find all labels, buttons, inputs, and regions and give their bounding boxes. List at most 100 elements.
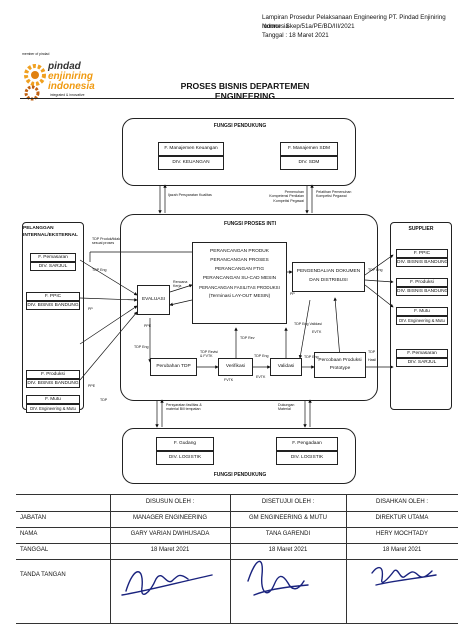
design-line: PERANCANGAN SU-CAD MESIN	[202, 276, 277, 281]
supplier-name: F. Produksi	[410, 280, 434, 285]
label-permintaan: Persyaratan fasilitas & material Bill te…	[166, 403, 202, 412]
customer-name: F. Produksi	[41, 372, 65, 377]
supplier-title: SUPPLIER	[408, 226, 434, 232]
support-box-label: F. Pengadaan	[292, 441, 322, 446]
label-pemenuhan: Pemenuhan Kompetensi Penilaian Kompetisi…	[269, 190, 304, 203]
support-box-finance: F. Manajemen Keuangan	[158, 142, 224, 156]
label-tdp-revisi: TDP Revisi & FVTK	[200, 350, 218, 359]
label-ppe-2: PPE	[144, 324, 152, 328]
customer-div-1: DIV. SARJUL	[30, 262, 76, 271]
supplier-box-2: F. Produksi	[396, 278, 448, 287]
prototype-line: Percobaan Produksi	[318, 358, 362, 363]
supplier-box-3: F. Mutu	[396, 307, 448, 316]
control-line: PENGENDALIAN DOKUMEN	[296, 269, 361, 274]
signature-disetujui	[247, 560, 309, 596]
col-head-disahkan: DISAHKAN OLEH :	[375, 499, 428, 505]
customer-div: DIV. BISNIS BANDUNG	[27, 381, 79, 386]
validasi-label: Validasi	[277, 364, 295, 369]
design-box: PERANCANGAN PRODUK PERANCANGAN PROSES PE…	[192, 242, 287, 324]
support-div-gudang: DIV. LOGISTIK	[156, 451, 214, 465]
label-pp: PP	[88, 307, 93, 311]
customer-div-4: DIV. Engineering & Mutu	[26, 404, 80, 413]
signature-table: JABATAN NAMA TANGGAL TANDA TANGAN DISUSU…	[16, 494, 458, 624]
perubahan-box: Perubahan TDP	[150, 358, 197, 376]
title-divider	[20, 98, 454, 99]
supplier-box-4: F. Pemasaran	[396, 349, 448, 358]
label-tdp-eng-validasi: TDP Eng Validasi	[294, 322, 322, 326]
jabatan-disahkan: DIREKTUR UTAMA	[375, 515, 429, 521]
top-support-title: FUNGSI PENDUKUNG	[213, 123, 267, 129]
signature-disusun	[121, 571, 213, 596]
customer-box-2: F. PPIC	[26, 292, 80, 301]
label-tdp-eng-v: TDP Eng	[134, 345, 149, 349]
logo-tagline: integrated & innovative	[50, 93, 85, 97]
customer-box-3: F. Produksi	[26, 370, 80, 379]
core-process-group	[120, 214, 378, 401]
supplier-div-2: DIV. BISNIS BANDUNG	[396, 287, 448, 296]
support-div-label: DIV. LOGISTIK	[168, 455, 202, 460]
control-box: PENGENDALIAN DOKUMEN DAN DISTRIBUSI	[292, 262, 365, 292]
label-pelatihan: Pelatihan Pemenuhan Kompetisi Pegawai	[316, 190, 352, 199]
header-line-1: Lampiran Prosedur Pelaksanaan Engineerin…	[262, 14, 446, 30]
row-line	[16, 511, 458, 512]
label-ftvk: FVTK	[224, 378, 234, 382]
support-box-pengadaan: F. Pengadaan	[276, 437, 338, 451]
nama-disetujui: TANA GARENDI	[265, 531, 311, 537]
support-box-gudang: F. Gudang	[156, 437, 214, 451]
tanggal-disusun: 18 Maret 2021	[150, 547, 190, 553]
row-label-nama: NAMA	[20, 531, 38, 537]
customer-div-3: DIV. BISNIS BANDUNG	[26, 379, 80, 388]
supplier-name: F. PPIC	[413, 251, 431, 256]
design-line: PERANCANGAN FTIG	[214, 267, 265, 272]
core-title: FUNGSI PROSES INTI	[224, 221, 276, 227]
top-support-group	[122, 118, 356, 186]
customer-box-4: F. Mutu	[26, 395, 80, 404]
customer-div: DIV. BISNIS BANDUNG	[27, 303, 79, 308]
label-evtk: EVTK	[256, 375, 266, 379]
signature-disahkan	[371, 566, 437, 586]
supplier-div: DIV. BISNIS BANDUNG	[397, 289, 449, 294]
perubahan-label: Perubahan TDP	[156, 364, 191, 369]
signatures	[121, 560, 437, 596]
validasi-box: Validasi	[270, 358, 302, 376]
supplier-div-4: DIV. SARJUL	[396, 358, 448, 367]
bottom-support-title: FUNGSI PENDUKUNG	[213, 472, 267, 478]
col-head-disusun: DISUSUN OLEH :	[145, 499, 195, 505]
supplier-name: F. Mutu	[414, 309, 430, 314]
row-line	[16, 527, 458, 528]
design-line: (Terminasi LAY-OUT MESIN)	[208, 294, 271, 299]
support-div-sdm: DIV. SDM	[280, 156, 338, 170]
col-line	[110, 495, 111, 623]
support-div-finance: DIV. KEUANGAN	[158, 156, 224, 170]
supplier-group	[390, 222, 452, 410]
supplier-div: DIV. SARJUL	[407, 360, 437, 365]
row-label-jabatan: JABATAN	[20, 515, 47, 521]
support-box-sdm: F. Manajemen SDM	[280, 142, 338, 156]
supplier-box-1: F. PPIC	[396, 249, 448, 258]
support-div-label: DIV. KEUANGAN	[172, 160, 210, 165]
verifikasi-box: Verifikasi	[218, 358, 253, 376]
label-tdp-prod: TDP Eng	[368, 268, 383, 272]
customer-box-1: F. Pemasaran	[30, 253, 76, 262]
col-line	[230, 495, 231, 623]
design-line: PERANCANGAN PRODUK	[210, 249, 269, 254]
support-box-label: F. Manajemen SDM	[287, 146, 331, 151]
row-label-tanggal: TANGGAL	[20, 547, 49, 553]
row-label-tanda-tangan: TANDA TANGAN	[20, 572, 66, 578]
label-pp-2: PP	[290, 292, 295, 296]
col-line	[346, 495, 347, 623]
header-line-3: Tanggal : 18 Maret 2021	[262, 32, 329, 39]
prototype-box: Percobaan Produksi Prototype	[314, 352, 366, 378]
design-line: PERANCANGAN PROSES	[210, 258, 269, 263]
jabatan-disusun: MANAGER ENGINEERING	[132, 515, 207, 521]
evaluasi-box: EVALUASI	[137, 285, 170, 315]
supplier-name: F. Pemasaran	[407, 351, 437, 356]
support-box-label: F. Gudang	[173, 441, 197, 446]
customer-title: PELANGGAN INTERNAL/EKSTERNAL	[23, 226, 78, 238]
label-tdp-rev2: TDP Rev	[240, 336, 255, 340]
label-tdp-produk: TDP Produk/tidak sesuai proses	[92, 237, 121, 246]
row-line	[16, 543, 458, 544]
tanggal-disahkan: 18 Maret 2021	[382, 547, 422, 553]
customer-div: DIV. SARJUL	[38, 264, 68, 269]
supplier-div: DIV. BISNIS BANDUNG	[397, 260, 449, 265]
